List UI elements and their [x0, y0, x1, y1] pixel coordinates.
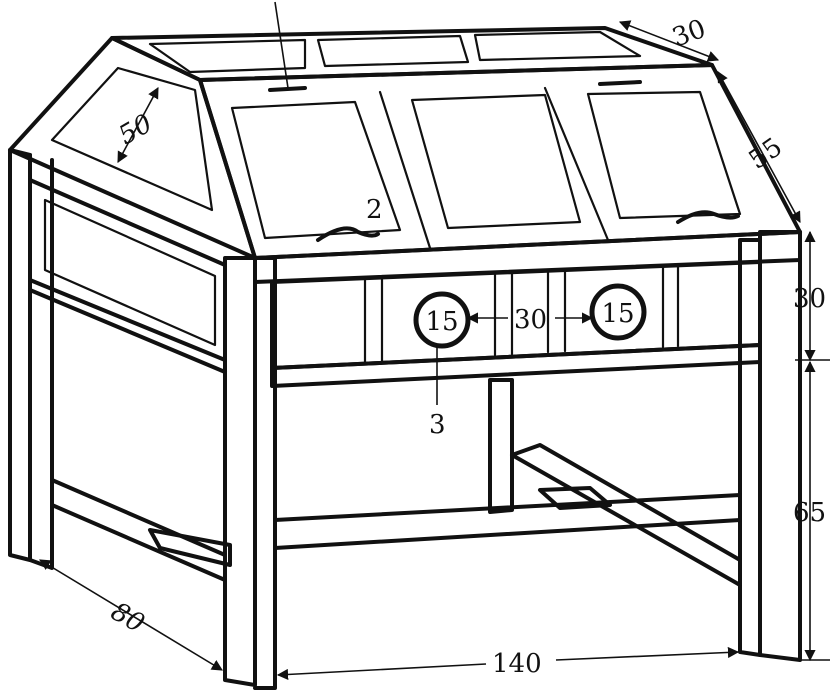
hole-right: 15 — [589, 283, 647, 341]
left-handle-icon — [316, 226, 380, 242]
left-side-frame — [28, 178, 227, 582]
dim-end-panel: 50 — [114, 109, 158, 152]
dim-leg-height: 65 — [793, 498, 826, 528]
dim-hole-spacing: 30 — [514, 305, 547, 335]
hole-left: 15 — [413, 291, 471, 349]
hole-right-label: 15 — [601, 299, 634, 329]
bottom-stretchers — [148, 443, 742, 587]
hole-left-label: 15 — [425, 307, 458, 337]
callout-handle: 2 — [366, 195, 383, 225]
legs — [8, 148, 802, 690]
sloped-front-panel — [198, 63, 802, 260]
dimension-lines — [39, 1, 830, 681]
dim-drawer-height: 30 — [793, 284, 826, 314]
dim-front-width: 140 — [492, 649, 542, 679]
dim-top-depth: 30 — [669, 14, 710, 54]
callout-hole: 3 — [429, 410, 446, 440]
